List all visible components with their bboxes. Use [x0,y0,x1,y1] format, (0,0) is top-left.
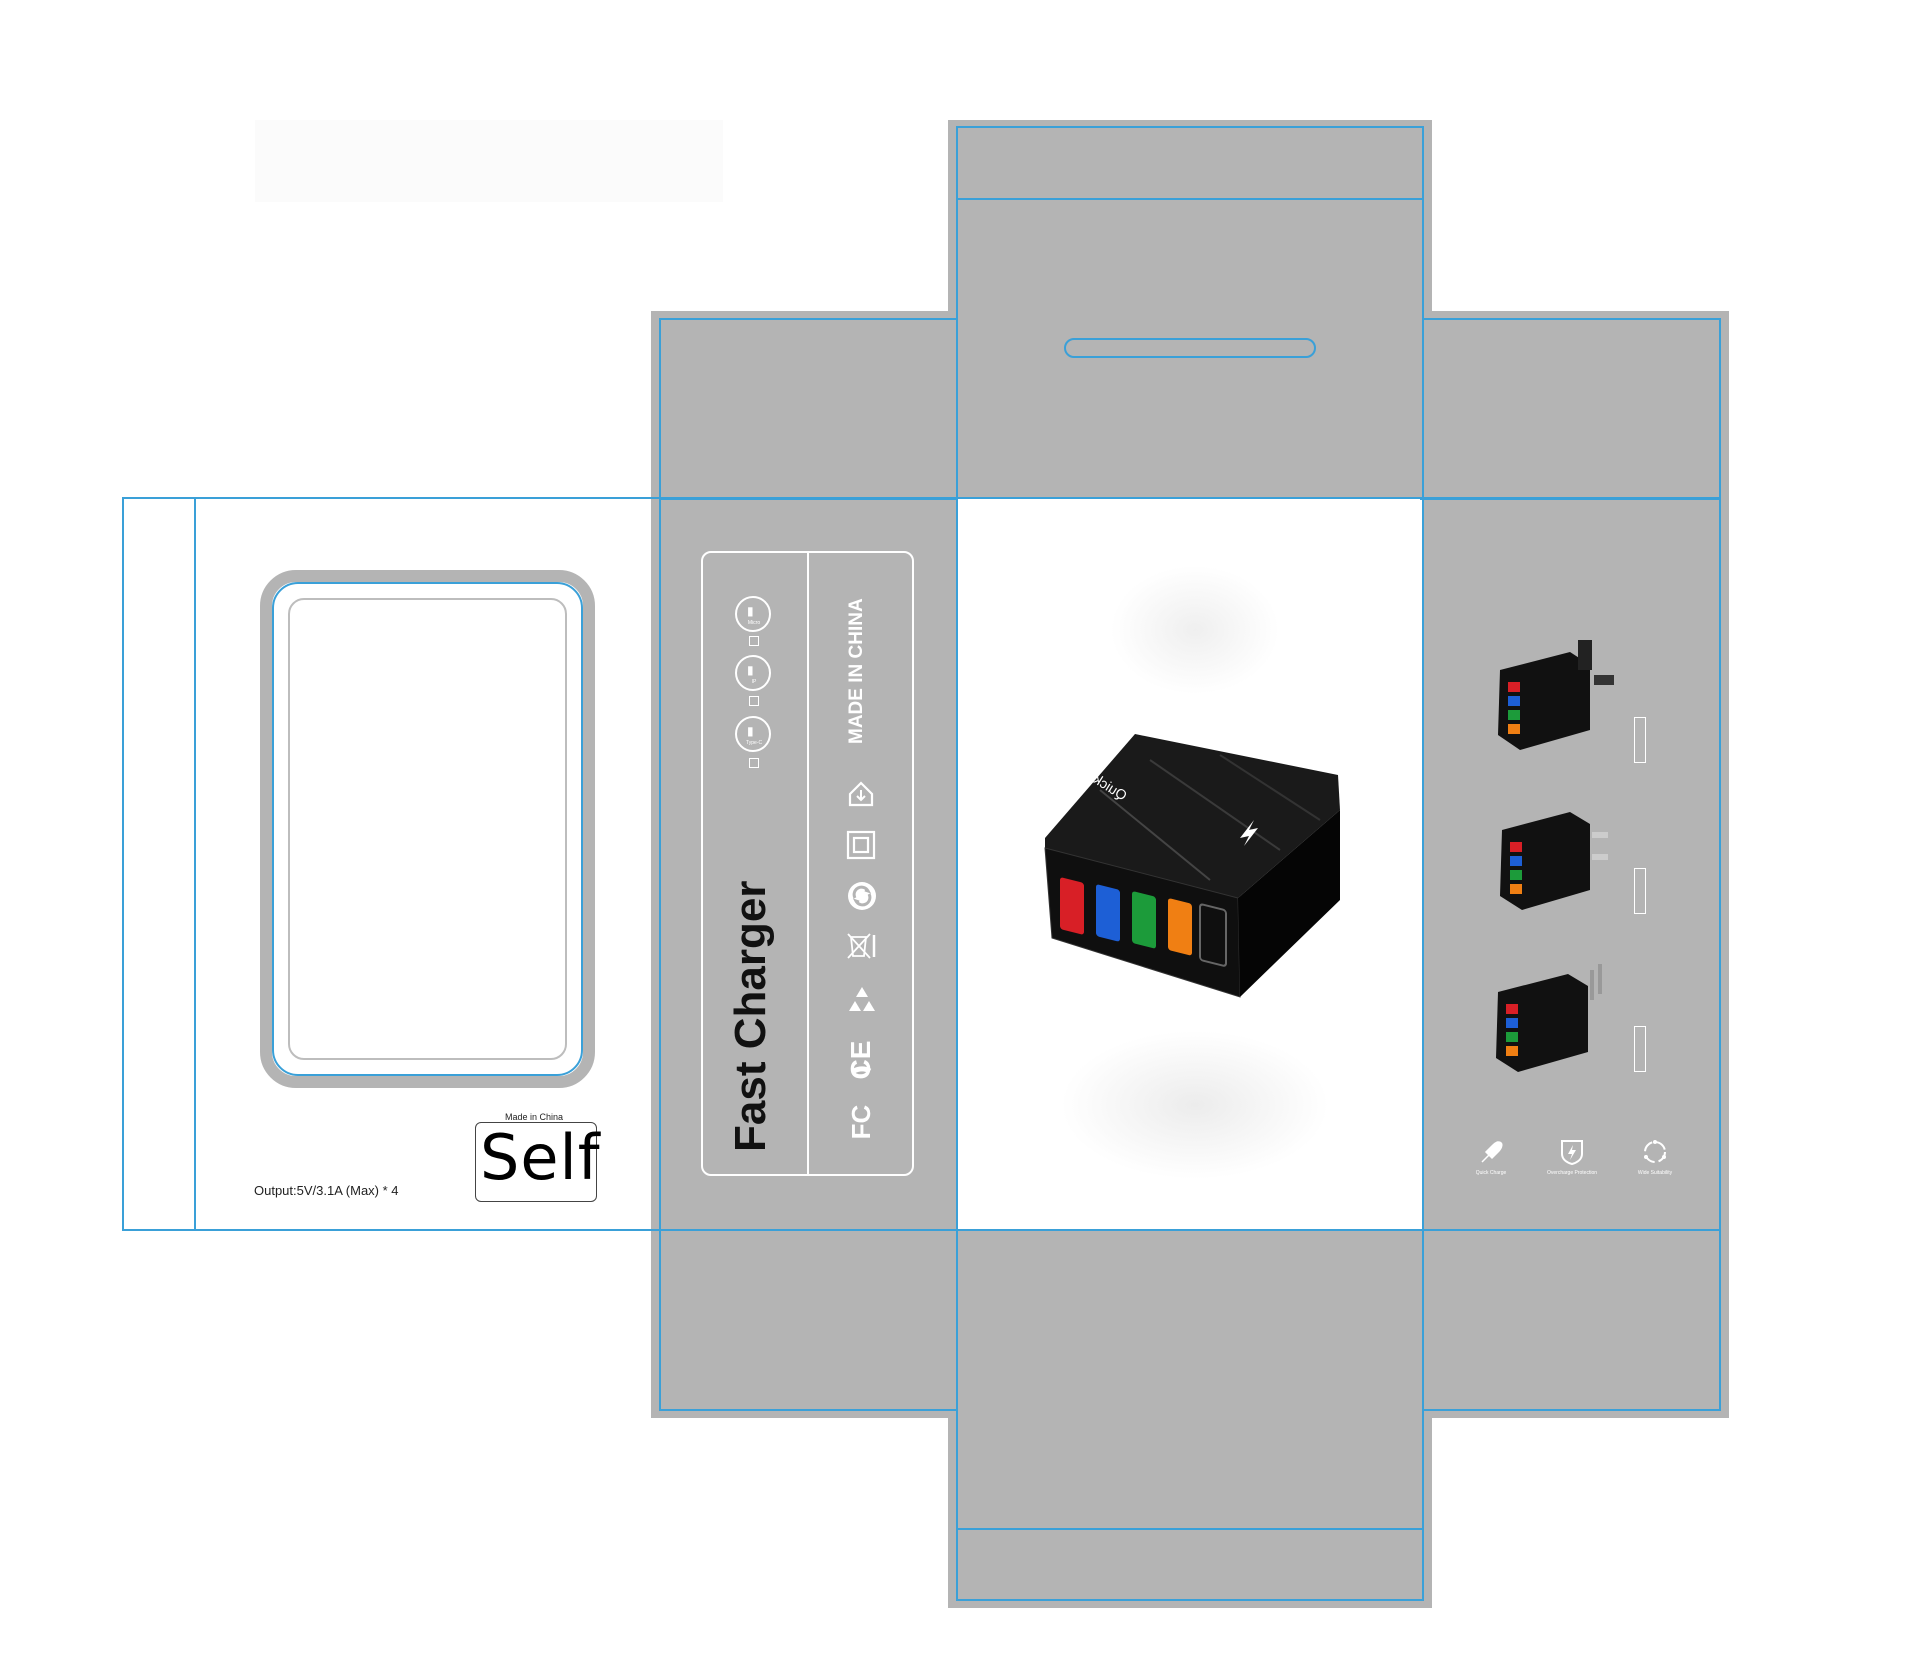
ce-icon: CE [843,1038,881,1082]
bottom-left-flap-outline [659,1229,958,1411]
cable-typec-checkbox[interactable] [749,758,759,768]
svg-text:CE: CE [845,1041,876,1080]
feature-wide-suitability-label: Wide Suitability [1637,1170,1673,1176]
thumb-slot [1064,338,1316,358]
cycle-arrows-icon [1644,1140,1666,1163]
charger-image: Quick Charge 3.0 [1029,720,1350,1010]
top-tab-fold [956,198,1424,200]
type-c-icon: ▮ [747,724,754,738]
bottom-tab-outline [956,1229,1424,1601]
fold-back-side [659,497,661,1231]
soft-shadow-top [1110,565,1280,695]
top-left-dust-flap [651,311,956,498]
top-tuck-flap [948,120,1432,498]
cable-micro-label: Micro [747,620,761,626]
fcc-icon: FC [842,1098,882,1146]
micro-usb-icon: ▮ [747,604,754,618]
rocket-icon [1481,1141,1503,1163]
top-tab-outline [956,126,1424,500]
cable-ip: ▮ IP [735,655,771,691]
bottom-right-dust-flap [1424,1230,1729,1418]
weee-bin-icon [846,932,878,960]
bottom-left-dust-flap [651,1230,956,1418]
faint-label-area [255,120,723,202]
variant-eu-image [1490,962,1620,1077]
cable-ip-checkbox[interactable] [749,696,759,706]
cable-typec: ▮ Type-C [735,716,771,752]
top-left-flap-outline [659,318,958,500]
variant-eu-squares [1634,1026,1646,1072]
soft-shadow-bottom [1060,1030,1330,1180]
square-double-insulation-icon [846,830,876,860]
variant-uk-squares [1634,717,1646,763]
brand-logo-text: Self [480,1121,601,1194]
shield-bolt-icon [1561,1140,1583,1166]
made-in-china-small: Made in China [505,1112,564,1122]
bottom-tab-fold [956,1528,1424,1530]
side-info-divider [807,551,809,1176]
feature-wide-suitability: Wide Suitability [1618,1138,1692,1184]
cable-micro: ▮ Micro [735,596,771,632]
cable-micro-checkbox[interactable] [749,636,759,646]
variant-us-squares [1634,868,1646,914]
fold-side-front [956,497,958,1231]
output-spec: Output:5V/3.1A (Max) * 4 [254,1183,399,1198]
brand-logo: Self [475,1122,600,1202]
bottom-right-flap-outline [1422,1229,1721,1411]
cable-typec-label: Type-C [745,740,763,746]
cable-ip-label: IP [751,679,757,685]
glue-flap-fold [194,497,196,1231]
recycle-icon [845,984,879,1018]
product-window-cutline [272,582,583,1076]
bottom-tuck-flap [948,1230,1432,1608]
product-name: Fast Charger [726,880,775,1152]
feature-quick-charge-label: Quick Charge [1475,1170,1507,1176]
variant-us-image [1492,802,1617,914]
lightning-plug-icon: ▮ [747,663,754,677]
feature-overcharge-label: Overcharge Protection [1546,1170,1598,1176]
recycling-arrows-icon [846,880,878,912]
top-right-dust-flap [1424,311,1729,498]
feature-quick-charge: Quick Charge [1456,1138,1526,1184]
top-right-flap-outline [1422,318,1721,500]
product-window-inner [288,598,567,1060]
svg-text:FC: FC [846,1104,876,1139]
feature-overcharge-protection: Overcharge Protection [1532,1138,1612,1184]
origin-label: MADE IN CHINA [846,598,867,744]
variant-uk-image [1490,640,1620,755]
house-indoor-icon [846,778,876,808]
fold-front-right [1422,497,1424,1231]
